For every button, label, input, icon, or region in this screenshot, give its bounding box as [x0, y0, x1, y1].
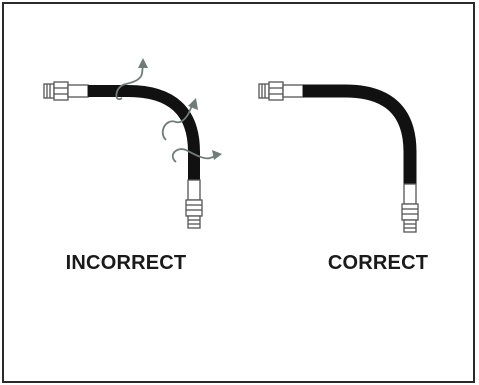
- incorrect-left-fitting: [43, 81, 89, 101]
- twist-arrow-icon: [115, 63, 217, 163]
- correct-bottom-fitting: [401, 183, 419, 233]
- correct-label: CORRECT: [327, 252, 429, 274]
- arrowhead-icon: [138, 58, 222, 160]
- correct-left-fitting: [258, 81, 304, 101]
- incorrect-bottom-fitting: [185, 179, 203, 229]
- correct-hose: [303, 84, 417, 184]
- incorrect-label: INCORRECT: [65, 252, 187, 274]
- figure-frame: [2, 2, 475, 383]
- correct-hose-assembly: [258, 81, 419, 233]
- incorrect-hose-assembly: [43, 58, 222, 229]
- incorrect-hose: [88, 85, 200, 180]
